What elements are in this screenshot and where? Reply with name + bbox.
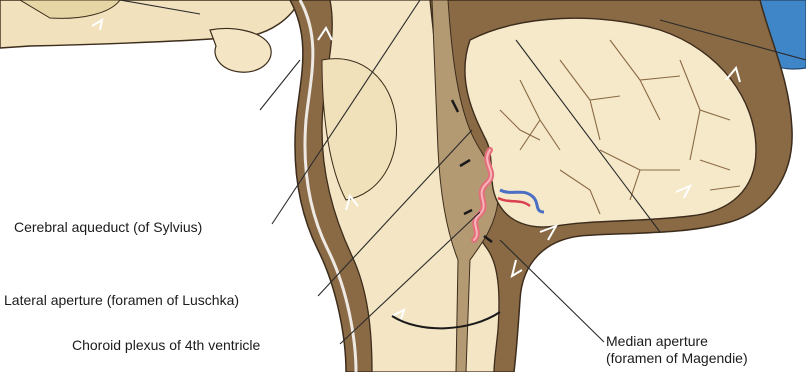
label-lateral-aperture: Lateral aperture (foramen of Luschka)	[4, 292, 239, 308]
label-choroid-plexus: Choroid plexus of 4th ventricle	[72, 337, 260, 353]
label-median-aperture-line2: (foramen of Magendie)	[606, 350, 748, 367]
label-median-aperture: Median aperture (foramen of Magendie)	[606, 333, 748, 367]
label-cerebral-aqueduct: Cerebral aqueduct (of Sylvius)	[14, 219, 202, 235]
label-median-aperture-line1: Median aperture	[606, 333, 748, 350]
